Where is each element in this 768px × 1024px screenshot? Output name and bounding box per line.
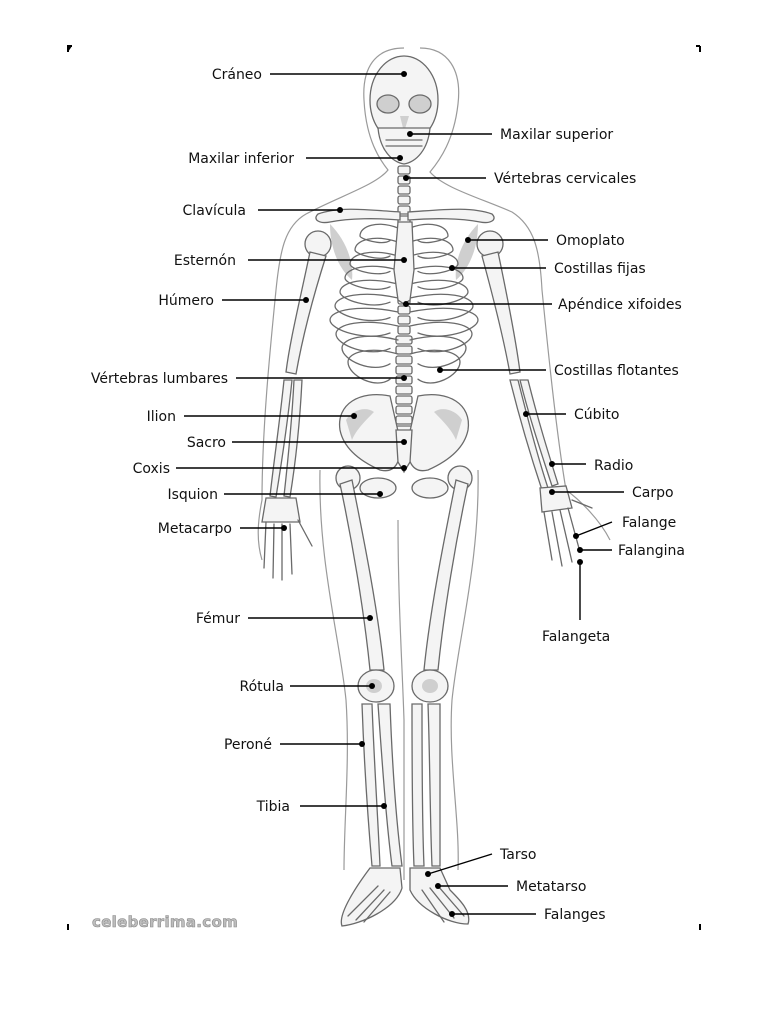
skull	[369, 55, 439, 165]
shoulder-girdle	[304, 208, 504, 280]
label-radio: Radio	[594, 458, 633, 474]
label-coxis: Coxis	[133, 461, 170, 477]
vertebra	[395, 385, 413, 395]
vertebra	[397, 305, 411, 315]
label-metatarso: Metatarso	[516, 879, 586, 895]
label-costillas-fijas: Costillas fijas	[554, 261, 646, 277]
rib	[349, 251, 399, 275]
label-omoplato: Omoplato	[556, 233, 625, 249]
label-maxilar-superior: Maxilar superior	[500, 127, 613, 143]
left-hand	[261, 497, 313, 581]
right-foot	[409, 867, 470, 925]
label-tibia: Tibia	[256, 799, 290, 815]
vertebra	[395, 415, 413, 425]
vertebra	[395, 345, 413, 355]
label-vertebras-cervicales: Vértebras cervicales	[494, 171, 636, 187]
label-femur: Fémur	[196, 611, 240, 627]
rib-cage	[329, 223, 479, 384]
vertebra	[395, 395, 413, 405]
vertebra	[395, 405, 413, 415]
rib	[409, 223, 449, 244]
right-hand	[539, 485, 593, 567]
labels: Cráneo Maxilar superior Maxilar inferior…	[91, 67, 685, 923]
rib	[409, 349, 461, 384]
rib	[335, 321, 399, 353]
rib	[341, 335, 399, 368]
vertebra	[397, 205, 411, 215]
rib	[409, 265, 464, 291]
rib	[409, 251, 459, 275]
label-clavicula: Clavícula	[183, 203, 246, 219]
legs	[339, 479, 469, 867]
label-falange: Falange	[622, 515, 676, 531]
rib	[409, 293, 474, 322]
label-cubito: Cúbito	[574, 407, 619, 423]
label-costillas-flotantes: Costillas flotantes	[554, 363, 679, 379]
label-humero: Húmero	[158, 293, 214, 309]
rib	[409, 279, 469, 306]
rib	[354, 237, 399, 259]
vertebra	[397, 325, 411, 335]
label-maxilar-inferior: Maxilar inferior	[188, 151, 294, 167]
rib	[344, 265, 399, 291]
body-outline	[257, 47, 611, 880]
vertebra	[397, 195, 411, 205]
rib	[347, 349, 399, 384]
label-rotula: Rótula	[240, 679, 285, 695]
label-isquion: Isquion	[167, 487, 218, 503]
watermark: celeberrima.com	[92, 913, 238, 931]
label-sacro: Sacro	[187, 435, 226, 451]
rib	[339, 279, 399, 306]
label-tarso: Tarso	[499, 847, 536, 863]
leader-lines	[176, 71, 624, 917]
vertebra	[395, 355, 413, 365]
label-falangeta: Falangeta	[542, 629, 610, 645]
label-craneo: Cráneo	[212, 67, 262, 83]
crop-marks	[67, 45, 701, 930]
rib	[409, 321, 473, 353]
label-vertebras-lumbares: Vértebras lumbares	[91, 371, 228, 387]
label-falanges: Falanges	[544, 907, 605, 923]
label-ilion: Ilion	[147, 409, 176, 425]
label-esternon: Esternón	[174, 253, 236, 269]
label-apendice-xifoides: Apéndice xifoides	[558, 297, 682, 313]
vertebra	[395, 365, 413, 375]
rib	[409, 237, 454, 259]
label-falangina: Falangina	[618, 543, 685, 559]
rib	[359, 223, 399, 244]
label-perone: Peroné	[224, 737, 272, 753]
vertebra	[397, 185, 411, 195]
label-metacarpo: Metacarpo	[158, 521, 232, 537]
left-foot	[340, 867, 403, 927]
label-carpo: Carpo	[632, 485, 674, 501]
rib	[334, 293, 399, 322]
vertebra	[397, 315, 411, 325]
vertebra	[397, 165, 411, 175]
rib	[409, 335, 467, 368]
